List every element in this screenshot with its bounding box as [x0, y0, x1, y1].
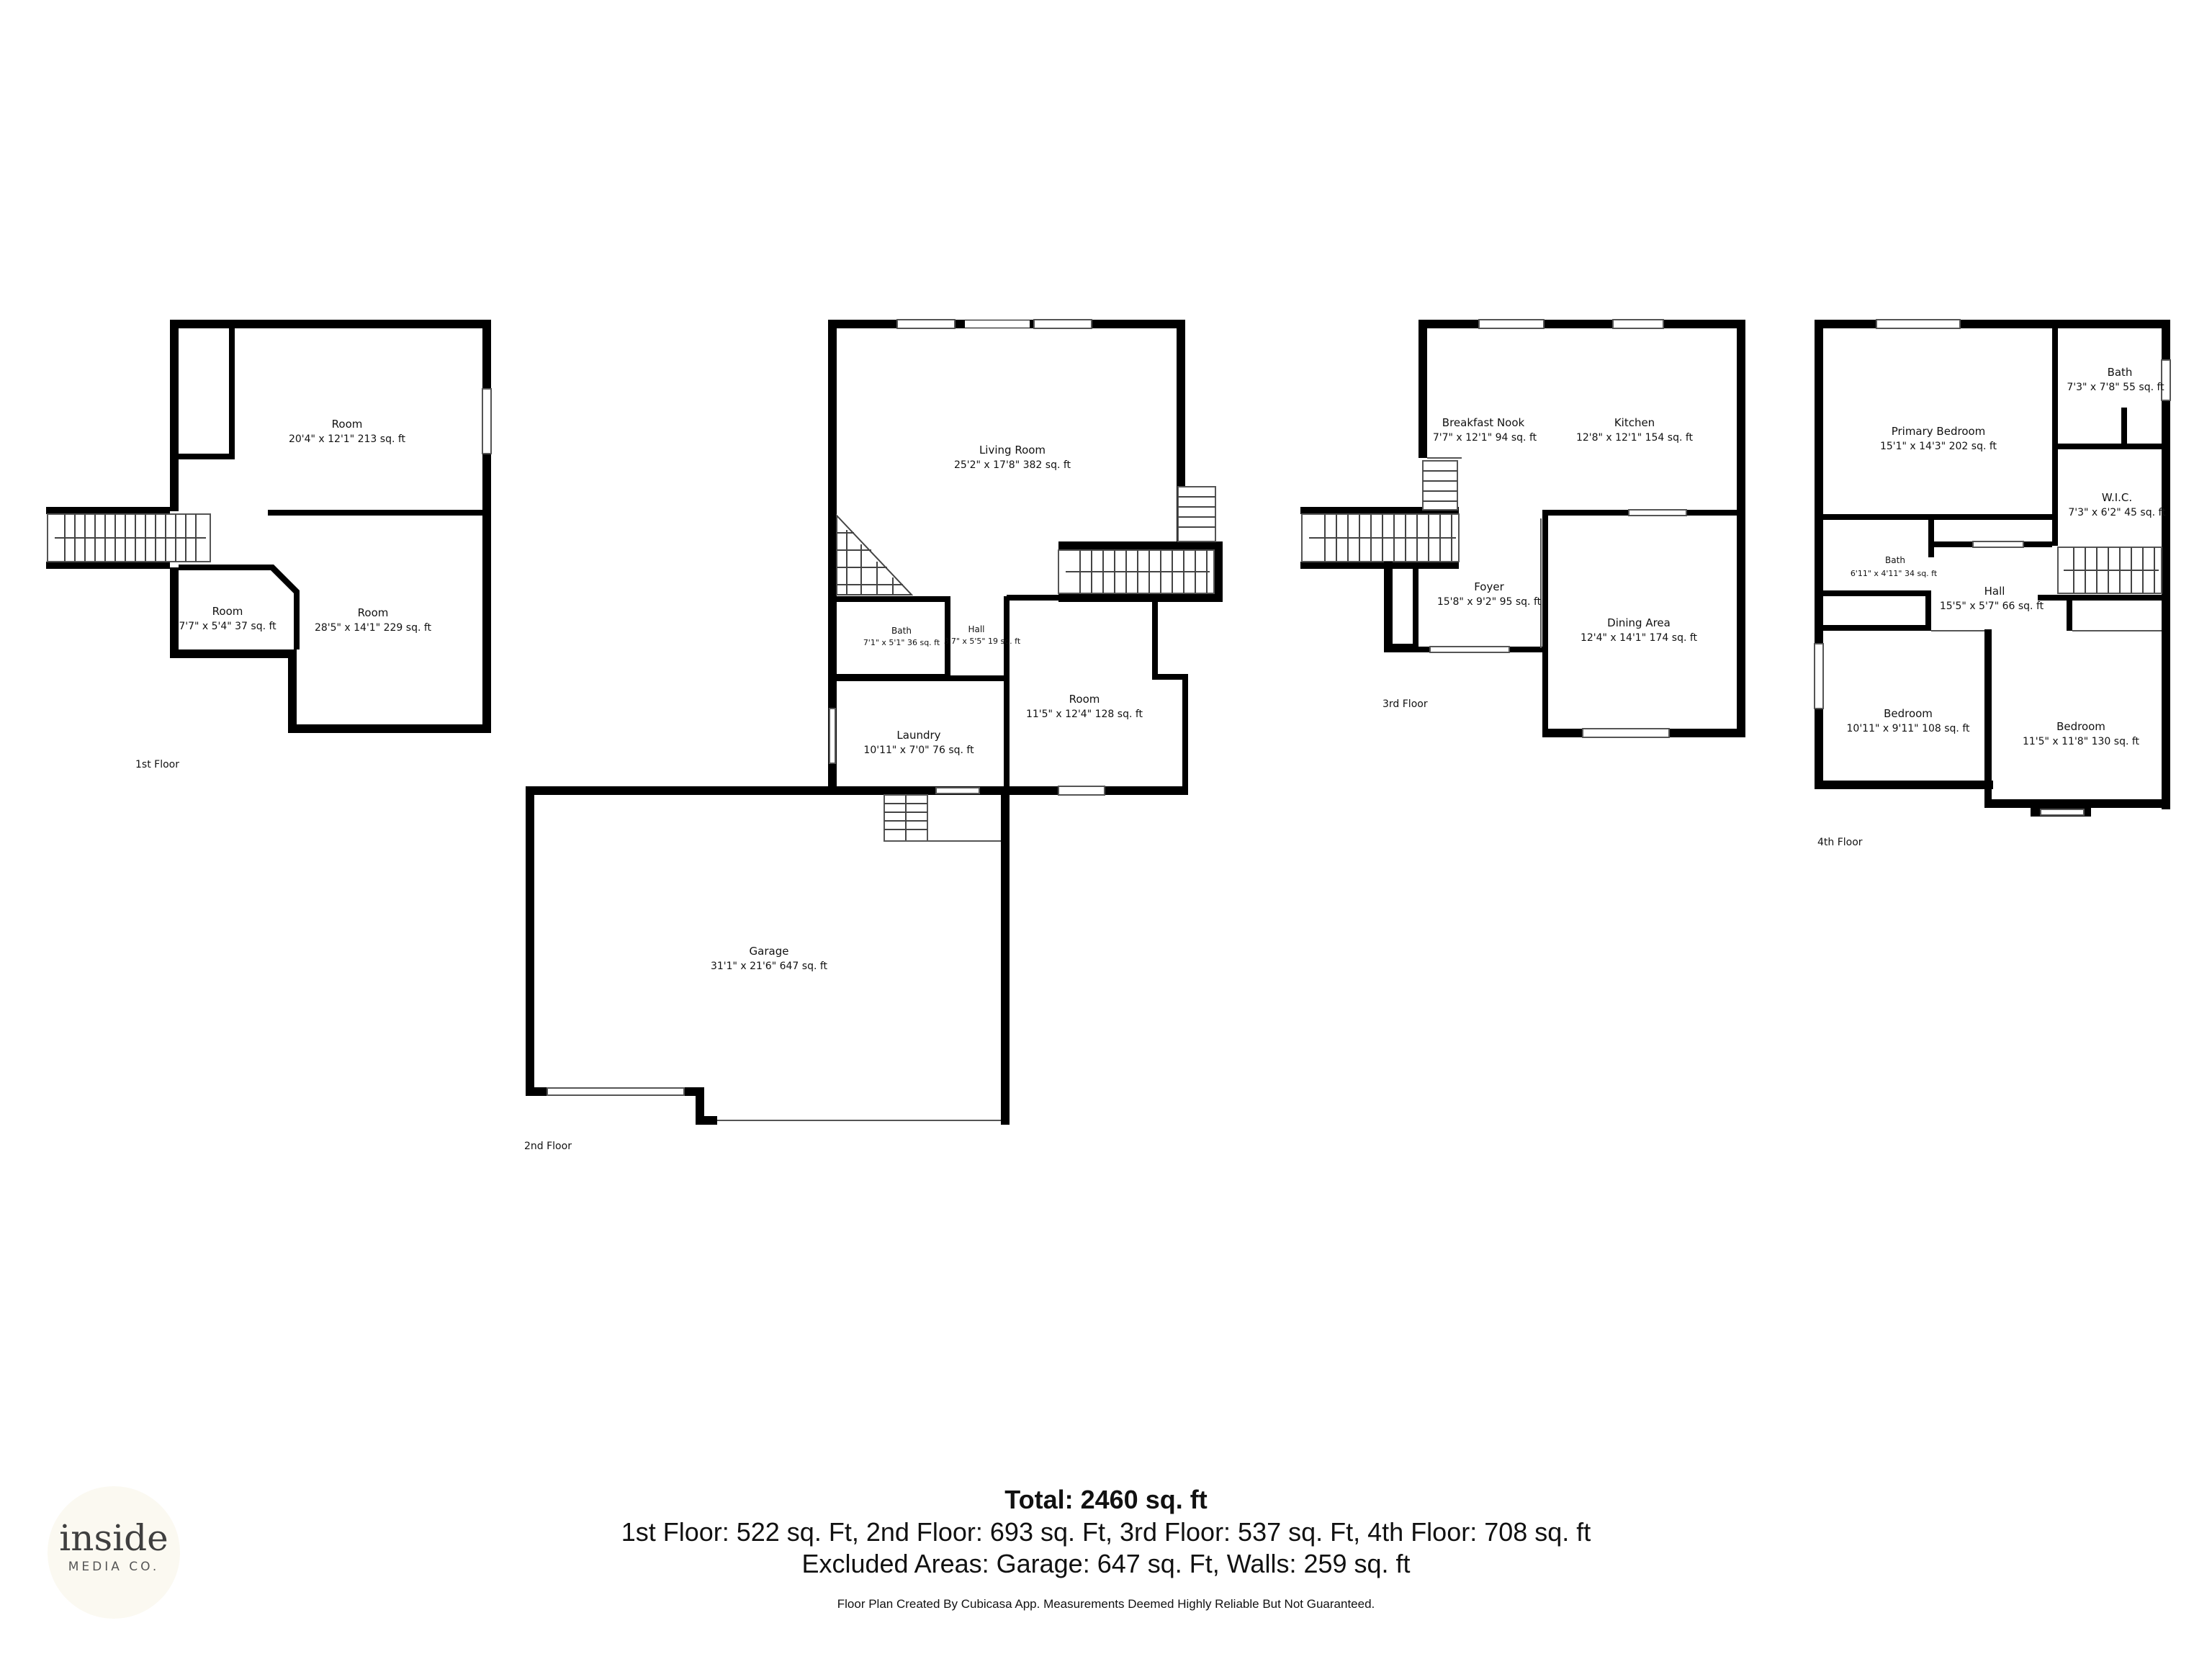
area-summary: Total: 2460 sq. ft 1st Floor: 522 sq. Ft… [0, 1483, 2212, 1611]
excluded-areas: Excluded Areas: Garage: 647 sq. Ft, Wall… [801, 1549, 1411, 1578]
room-dimensions: 6'11" x 4'11" 34 sq. ft [1851, 569, 1938, 578]
room-dimensions: 12'8" x 12'1" 154 sq. ft [1576, 432, 1694, 444]
room-name: Breakfast Nook [1442, 416, 1525, 429]
room-dimensions: 15'1" x 14'3" 202 sq. ft [1880, 441, 1997, 452]
logo-subtitle: MEDIA CO. [68, 1560, 160, 1574]
room-dimensions: 7'7" x 5'4" 37 sq. ft [179, 621, 276, 632]
room-name: Bath [2108, 366, 2133, 379]
room-name: Hall [968, 624, 984, 634]
room-name: Bath [1885, 555, 1905, 565]
room-dimensions: 25'2" x 17'8" 382 sq. ft [954, 459, 1071, 471]
total-area: Total: 2460 sq. ft [1004, 1485, 1208, 1514]
floor-label: 3rd Floor [1382, 698, 1428, 710]
room-name: Dining Area [1607, 616, 1671, 629]
room-dimensions: 3'7" x 5'5" 19 sq. ft [944, 637, 1021, 646]
logo-word: inside [59, 1517, 168, 1559]
room-name: Bedroom [1884, 707, 1933, 720]
first-floor-plan: Room 20'4" x 12'1" 213 sq. ft Room 7'7" … [46, 320, 492, 770]
room-name: Laundry [896, 729, 940, 742]
room-dimensions: 15'8" x 9'2" 95 sq. ft [1437, 596, 1542, 608]
room-name: Room [1069, 693, 1100, 706]
floor-label: 2nd Floor [524, 1141, 572, 1152]
second-floor-plan: Living Room 25'2" x 17'8" 382 sq. ft Bat… [524, 319, 1223, 1152]
floor-areas: 1st Floor: 522 sq. Ft, 2nd Floor: 693 sq… [621, 1517, 1591, 1547]
room-dimensions: 7'3" x 6'2" 45 sq. ft [2068, 507, 2166, 518]
room-dimensions: 15'5" x 5'7" 66 sq. ft [1940, 601, 2044, 612]
room-name: Garage [750, 945, 789, 958]
room-dimensions: 10'11" x 7'0" 76 sq. ft [863, 745, 974, 756]
room-dimensions: 12'4" x 14'1" 174 sq. ft [1581, 632, 1698, 644]
room-name: Bedroom [2056, 720, 2105, 733]
room-dimensions: 11'5" x 12'4" 128 sq. ft [1026, 709, 1143, 720]
room-name: Hall [1984, 585, 2005, 598]
third-floor-plan: Breakfast Nook 7'7" x 12'1" 94 sq. ft Ki… [1300, 319, 1745, 738]
room-name: Room [332, 418, 363, 431]
room-dimensions: 10'11" x 9'11" 108 sq. ft [1847, 723, 1970, 734]
fourth-floor-plan: Primary Bedroom 15'1" x 14'3" 202 sq. ft… [1814, 319, 2171, 848]
room-dimensions: 20'4" x 12'1" 213 sq. ft [289, 433, 406, 445]
company-logo: inside MEDIA CO. [48, 1486, 180, 1619]
room-dimensions: 7'3" x 7'8" 55 sq. ft [2067, 382, 2164, 393]
room-name: Bath [891, 626, 912, 636]
room-dimensions: 11'5" x 11'8" 130 sq. ft [2023, 736, 2140, 747]
room-dimensions: 31'1" x 21'6" 647 sq. ft [711, 961, 828, 972]
floor-label: 4th Floor [1817, 837, 1863, 848]
room-name: Living Room [979, 444, 1046, 457]
room-name: Primary Bedroom [1892, 425, 1986, 438]
room-name: Foyer [1474, 580, 1504, 593]
room-name: Room [358, 606, 389, 619]
room-dimensions: 7'1" x 5'1" 36 sq. ft [863, 638, 940, 647]
room-name: W.I.C. [2102, 491, 2132, 504]
disclaimer: Floor Plan Created By Cubicasa App. Meas… [837, 1597, 1375, 1611]
room-name: Kitchen [1614, 416, 1655, 429]
floor-label: 1st Floor [135, 759, 179, 770]
room-dimensions: 28'5" x 14'1" 229 sq. ft [315, 622, 432, 634]
room-name: Room [212, 605, 243, 618]
room-dimensions: 7'7" x 12'1" 94 sq. ft [1433, 432, 1537, 444]
